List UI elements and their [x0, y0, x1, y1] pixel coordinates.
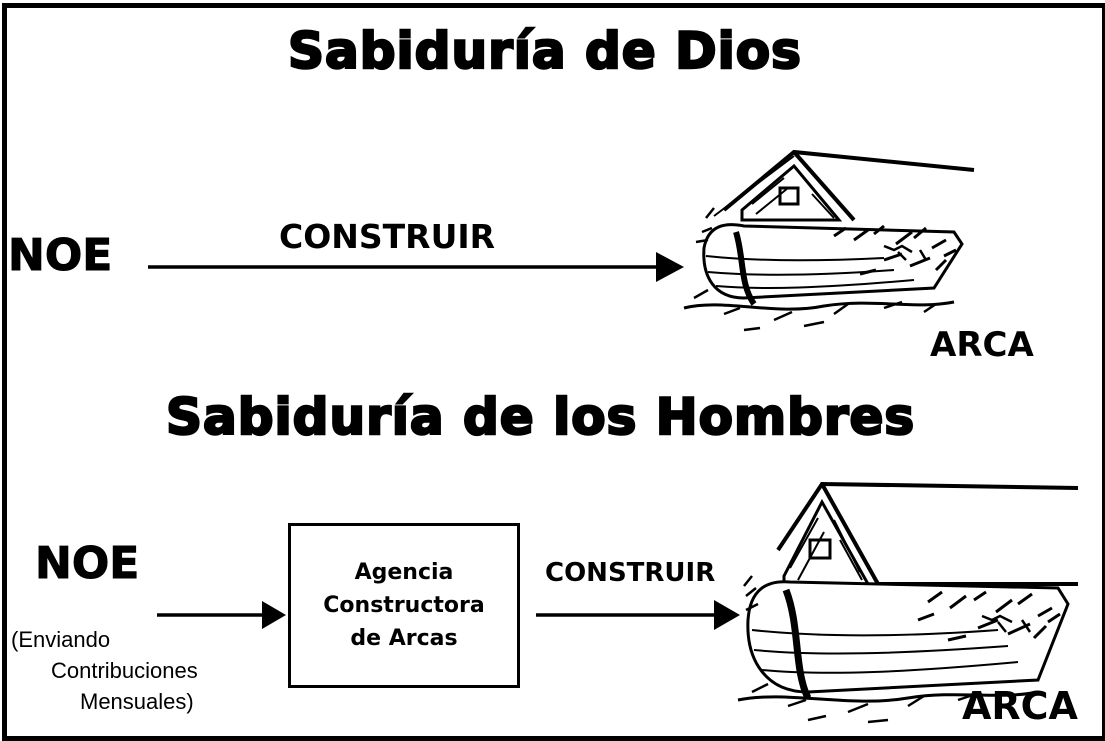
ark-illustration-icon [737, 481, 1079, 724]
diagram-border [2, 3, 1105, 741]
note-line: Mensuales) [80, 689, 194, 714]
agency-line: de Arcas [350, 626, 458, 651]
agency-line: Constructora [323, 593, 485, 618]
agency-line: Agencia [354, 560, 454, 585]
contributions-note: (Enviando Contribuciones Mensuales) [11, 624, 271, 717]
construir-label-bottom: CONSTRUIR [545, 558, 716, 588]
note-line: Contribuciones [51, 658, 198, 683]
title-wisdom-of-god: Sabiduría de Dios [287, 21, 802, 82]
title-wisdom-of-men: Sabiduría de los Hombres [165, 387, 916, 448]
arca-label-top: ARCA [930, 325, 1034, 365]
noe-label-top: NOE [7, 230, 113, 282]
ark-illustration-icon [683, 149, 975, 332]
ark-builder-agency-box: Agencia Constructora de Arcas [288, 523, 520, 688]
arca-label-bottom: ARCA [962, 684, 1078, 728]
arrow-right-icon [157, 601, 286, 629]
arrow-right-icon [148, 252, 684, 282]
construir-label-top: CONSTRUIR [279, 217, 496, 256]
arrow-right-icon [536, 600, 740, 630]
note-line: (Enviando [11, 627, 111, 652]
noe-label-bottom: NOE [34, 538, 140, 590]
